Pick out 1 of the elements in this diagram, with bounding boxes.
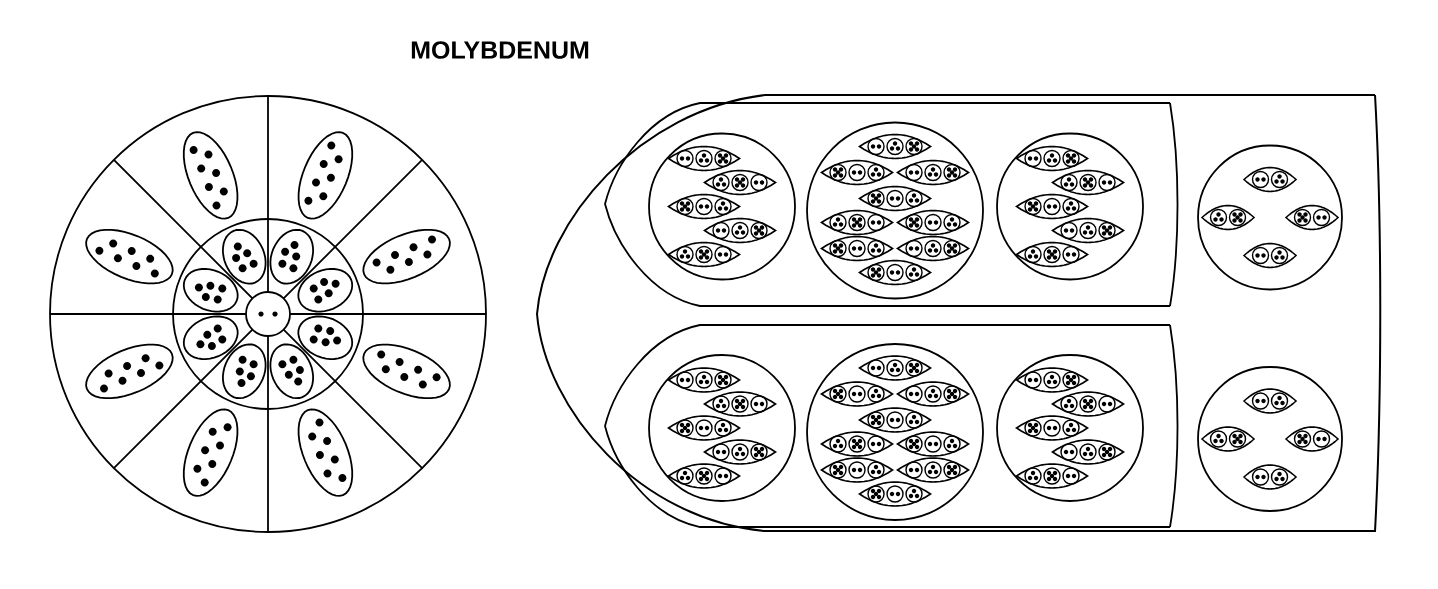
title: MOLYBDENUM <box>411 41 589 59</box>
